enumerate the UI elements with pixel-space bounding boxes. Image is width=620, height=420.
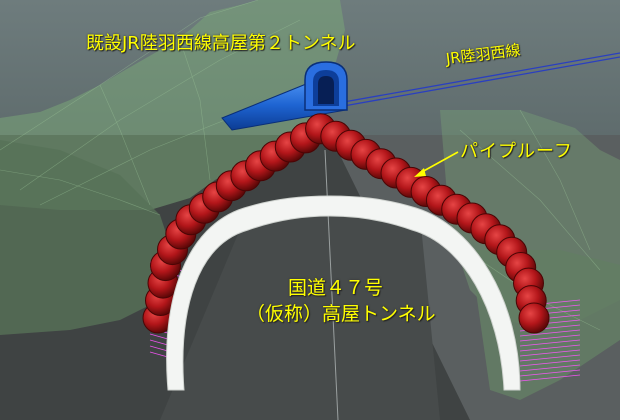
bolt-hatch-line <box>519 364 581 372</box>
bolt-hatch-line <box>519 334 581 342</box>
road-surface <box>160 215 440 420</box>
railway-line <box>337 52 620 108</box>
new-tunnel-label-line1: 国道４７号 <box>288 277 384 299</box>
bolt-hatch-line <box>519 339 581 347</box>
pipe-roof-label: パイプルーフ <box>460 141 573 162</box>
pipe-roof-arrow <box>414 151 459 177</box>
bolt-hatch-line <box>519 329 581 337</box>
pipe-roof <box>142 113 550 334</box>
bolt-hatch-line <box>519 354 581 362</box>
bolt-hatch-line <box>519 349 581 357</box>
bolt-hatch-line <box>519 369 581 377</box>
bolt-hatch-line <box>519 344 581 352</box>
bolt-hatch-line <box>519 374 581 382</box>
bolt-hatch-line <box>519 359 581 367</box>
existing-tunnel-label: 既設JR陸羽西線高屋第２トンネル <box>86 33 356 54</box>
pipe-roof-pipe <box>518 302 550 334</box>
tunnel-lining <box>166 195 521 391</box>
existing-tunnel-tube <box>221 61 348 131</box>
road-center-line <box>324 149 339 420</box>
new-tunnel-label-line2: （仮称）高屋トンネル <box>246 303 436 325</box>
